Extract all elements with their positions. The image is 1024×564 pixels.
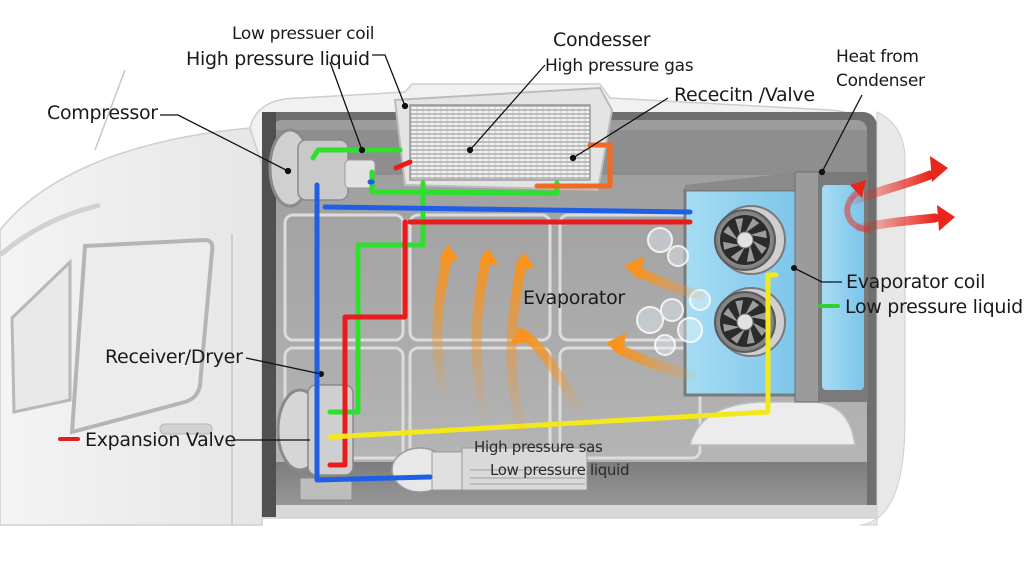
cab-windows — [10, 237, 215, 435]
warm-air-arrow — [471, 253, 491, 425]
compressor — [268, 128, 376, 208]
label-condenser: Condesser — [553, 29, 651, 51]
leader-receiver-dryer — [245, 357, 322, 375]
refrigerant-pipes — [310, 142, 779, 483]
pipe-red-top — [393, 159, 413, 171]
warm-air-arrow — [506, 257, 530, 445]
cold-return-arrow — [606, 333, 695, 380]
label-high-pressure-gas-top: High pressure gas — [545, 56, 694, 76]
pipe-blue-vertical — [314, 182, 433, 483]
label-receiver-dryer: Receiver/Dryer — [105, 346, 243, 368]
leader-receiver-valve — [572, 97, 669, 159]
pipe-green-down — [327, 237, 426, 415]
evaporator-unit — [683, 171, 868, 403]
label-low-pressure-coil: Low pressuer coil — [232, 24, 375, 44]
label-high-pressure-liquid: High pressure liquid — [186, 48, 370, 70]
hot-air-arrow — [855, 205, 955, 233]
label-evaporator: Evaporator — [523, 287, 625, 309]
fan-icon — [714, 287, 786, 357]
legend-swatch-green — [818, 303, 840, 308]
label-receiver-valve: Rececitn /Valve — [674, 84, 815, 106]
leader-high-pressure-liquid — [329, 61, 363, 151]
leader-low-pressure-coil — [372, 54, 406, 107]
warm-air-arrow — [520, 330, 585, 415]
recirculation-arrow — [844, 180, 871, 233]
legend-low-pressure-liquid: Low pressure liquid — [818, 298, 1023, 317]
fan-icon — [714, 205, 786, 275]
leader-condenser — [469, 64, 546, 151]
label-heat-from-condenser-line1: Heat from — [836, 47, 919, 67]
pipe-blue-top — [322, 179, 693, 215]
cold-air-mist — [636, 227, 711, 356]
warm-air-arrowhead — [438, 244, 459, 262]
label-heat-from-condenser-line2: Condenser — [836, 71, 925, 91]
leader-lines — [160, 54, 863, 441]
hot-exhaust-arrows — [844, 156, 955, 233]
leader-evaporator-coil — [793, 267, 842, 283]
antenna — [94, 69, 126, 151]
pipe-green-top — [310, 147, 403, 161]
leader-heat-from-condenser — [821, 94, 863, 173]
label-low-pressure-liquid-bottom: Low pressure liquid — [490, 461, 630, 479]
leader-compressor — [160, 114, 289, 172]
cold-return-arrow — [624, 256, 705, 300]
label-low-pressure-liquid-right: Low pressure liquid — [845, 296, 1023, 318]
legend-swatch-red — [58, 436, 80, 441]
warm-air-arrowhead — [478, 248, 499, 266]
pipe-orange-condenser — [534, 142, 613, 189]
condenser-unit — [393, 86, 614, 192]
label-evaporator-coil: Evaporator coil — [846, 271, 986, 293]
pipe-yellow — [327, 272, 779, 440]
warm-air-arrow — [432, 250, 453, 405]
warm-air-arrowhead — [510, 326, 531, 344]
van-rear-pillar — [859, 111, 906, 526]
legend-expansion-valve: Expansion Valve — [58, 431, 236, 450]
pipe-red-down — [327, 219, 408, 468]
door-handle — [159, 423, 213, 435]
accumulator-tank — [391, 447, 588, 493]
label-expansion-valve: Expansion Valve — [85, 429, 236, 451]
warm-air-flow-arrows — [432, 244, 705, 445]
label-high-pressure-gas-bottom: High pressure sas — [474, 438, 603, 456]
label-compressor: Compressor — [47, 102, 158, 124]
warm-air-arrowhead — [514, 252, 535, 270]
